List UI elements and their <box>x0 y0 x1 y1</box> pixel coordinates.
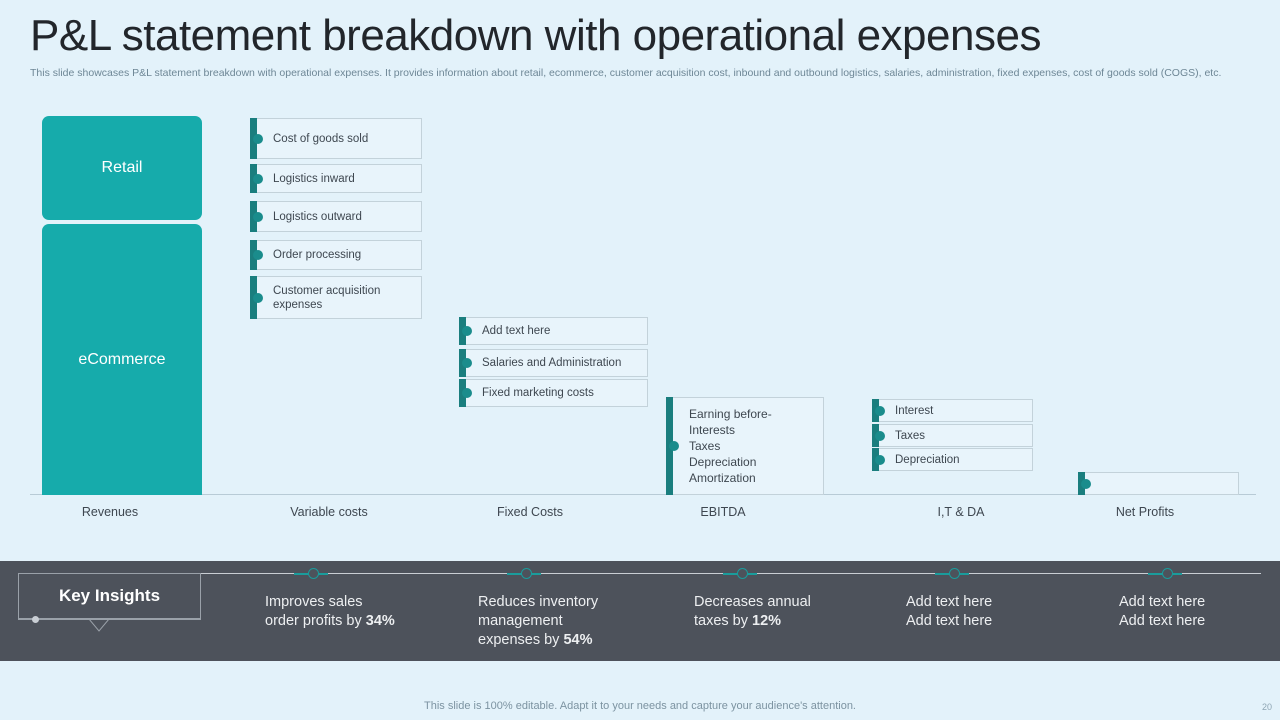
key-insight-1-line2: order profits by <box>265 613 366 629</box>
key-insight-3: Decreases annual taxes by 12% <box>694 593 894 631</box>
key-insights-heading: Key Insights <box>18 573 201 619</box>
key-insight-3-line1: Decreases annual <box>694 594 811 610</box>
variable-cost-item-2[interactable]: Logistics inward <box>250 164 422 193</box>
key-insights-marker-5[interactable] <box>1162 568 1173 579</box>
bullet-dot-icon <box>253 211 263 222</box>
itda-item-1[interactable]: Interest <box>872 399 1033 422</box>
itda-item-3-label: Depreciation <box>895 453 960 466</box>
axis-label-variable-costs: Variable costs <box>290 505 368 519</box>
bullet-dot-icon <box>462 358 472 368</box>
key-insights-marker-4[interactable] <box>949 568 960 579</box>
fixed-cost-item-3[interactable]: Fixed marketing costs <box>459 379 648 407</box>
key-insight-5-line1: Add text here <box>1119 594 1206 610</box>
bullet-dot-icon <box>1081 478 1091 489</box>
key-insights-marker-3[interactable] <box>737 568 748 579</box>
axis-label-ebitda: EBITDA <box>700 505 746 519</box>
itda-item-3[interactable]: Depreciation <box>872 448 1033 471</box>
key-insight-2-line1: Reduces inventory <box>478 594 599 610</box>
fixed-cost-item-2-label: Salaries and Administration <box>482 357 622 369</box>
key-insights-band: Key Insights Improves sales order profit… <box>0 561 1280 661</box>
key-insights-marker-1[interactable] <box>308 568 319 579</box>
ebitda-item-1[interactable]: Earning before- Interests Taxes Deprecia… <box>666 397 824 495</box>
key-insight-2-value: 54% <box>563 632 593 648</box>
key-insight-2-line3: expenses by <box>478 632 564 648</box>
variable-cost-item-2-label: Logistics inward <box>273 172 355 185</box>
bullet-dot-icon <box>253 292 263 303</box>
key-insight-2: Reduces inventory management expenses by… <box>478 593 678 650</box>
revenue-bar-retail[interactable]: Retail <box>42 116 202 220</box>
variable-cost-item-4-label: Order processing <box>273 249 362 261</box>
page-title: P&L statement breakdown with operational… <box>30 11 1041 60</box>
key-insight-5-line2: Add text here <box>1119 613 1206 629</box>
baseline-axis <box>30 494 1256 495</box>
itda-item-2-label: Taxes <box>895 429 926 442</box>
variable-cost-item-3-label: Logistics outward <box>273 210 362 223</box>
key-insights-stem <box>18 619 201 620</box>
key-insight-1: Improves sales order profits by 34% <box>265 593 465 631</box>
axis-label-revenues: Revenues <box>81 505 139 519</box>
variable-cost-item-3[interactable]: Logistics outward <box>250 201 422 232</box>
fixed-cost-item-2[interactable]: Salaries and Administration <box>459 349 648 377</box>
variable-cost-item-1-label: Cost of goods sold <box>273 132 369 145</box>
axis-label-fixed-costs: Fixed Costs <box>497 505 563 519</box>
chevron-down-icon <box>88 619 110 632</box>
key-insight-1-value: 34% <box>365 613 395 629</box>
bullet-dot-icon <box>253 250 263 260</box>
pl-waterfall-diagram: Retail eCommerce Cost of goods sold Logi… <box>0 100 1280 519</box>
itda-item-1-label: Interest <box>895 404 934 417</box>
bullet-dot-icon <box>253 133 263 144</box>
key-insights-heading-label: Key Insights <box>58 586 161 605</box>
revenue-bar-ecommerce[interactable]: eCommerce <box>42 224 202 495</box>
key-insight-3-value: 12% <box>752 613 782 629</box>
key-insight-4-line1: Add text here <box>906 594 993 610</box>
key-insight-5: Add text here Add text here <box>1119 593 1280 631</box>
bullet-dot-icon <box>875 454 885 465</box>
bullet-dot-icon <box>875 405 885 416</box>
bullet-dot-icon <box>669 441 679 451</box>
bullet-dot-icon <box>462 326 472 336</box>
fixed-cost-item-3-label: Fixed marketing costs <box>482 387 594 399</box>
bullet-dot-icon <box>875 430 885 441</box>
axis-label-net-profits: Net Profits <box>1115 505 1175 519</box>
key-insights-marker-2[interactable] <box>521 568 532 579</box>
key-insight-4-line2: Add text here <box>906 613 993 629</box>
bullet-dot-icon <box>462 388 472 398</box>
itda-item-2[interactable]: Taxes <box>872 424 1033 447</box>
page-number: 20 <box>1261 702 1272 712</box>
variable-cost-item-5-label: Customer acquisition expenses <box>273 284 381 311</box>
variable-cost-item-4[interactable]: Order processing <box>250 240 422 270</box>
revenue-bar-retail-label: Retail <box>101 159 143 176</box>
key-insight-1-line1: Improves sales <box>265 594 363 610</box>
key-insights-nub-icon <box>32 616 39 623</box>
key-insight-4: Add text here Add text here <box>906 593 1106 631</box>
bullet-dot-icon <box>253 173 263 184</box>
revenue-bar-ecommerce-label: eCommerce <box>78 350 166 368</box>
fixed-cost-item-1[interactable]: Add text here <box>459 317 648 345</box>
variable-cost-item-1[interactable]: Cost of goods sold <box>250 118 422 159</box>
variable-cost-item-5[interactable]: Customer acquisition expenses <box>250 276 422 319</box>
footer-note: This slide is 100% editable. Adapt it to… <box>424 700 856 712</box>
net-profit-item-1[interactable] <box>1078 472 1239 495</box>
page-subtitle: This slide showcases P&L statement break… <box>30 67 1222 79</box>
ebitda-item-1-label: Earning before- Interests Taxes Deprecia… <box>689 407 772 485</box>
key-insight-3-line2: taxes by <box>694 613 753 629</box>
key-insight-2-line2: management <box>478 613 563 629</box>
fixed-cost-item-1-label: Add text here <box>482 325 551 337</box>
axis-label-itda: I,T & DA <box>937 505 985 519</box>
